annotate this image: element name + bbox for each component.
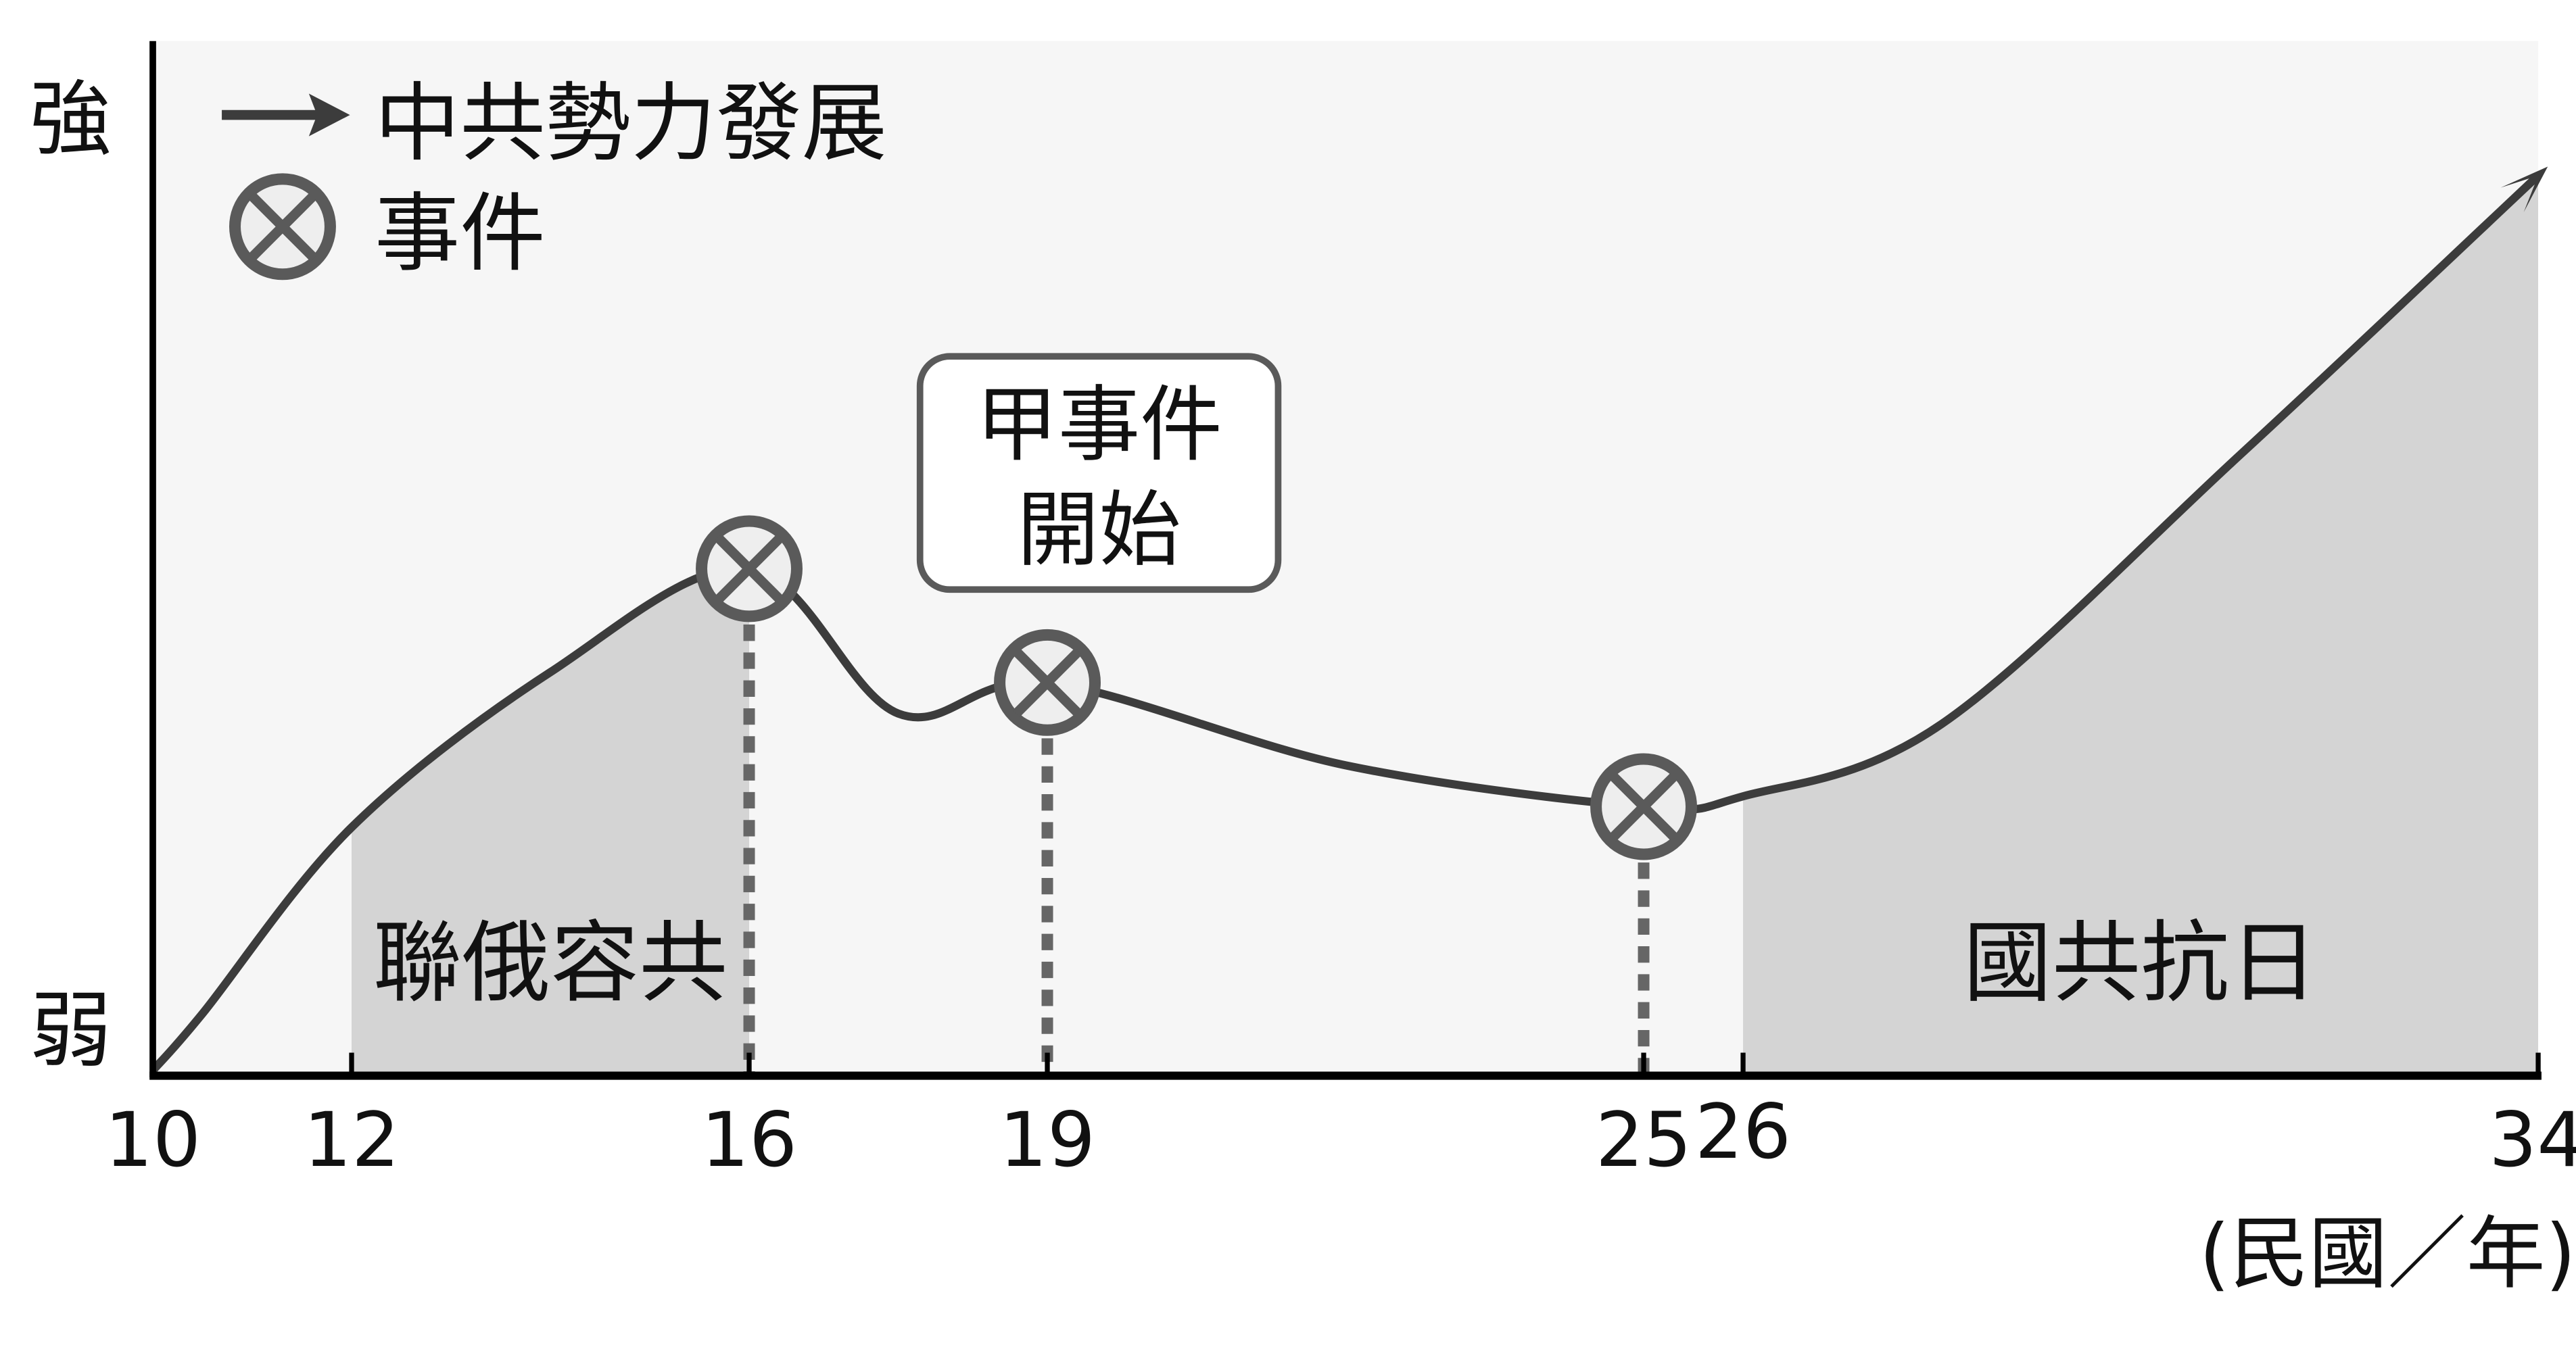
legend-arrow-icon (308, 93, 350, 137)
callout-line-1: 甲事件 (976, 377, 1222, 473)
callout-event-19: 甲事件 開始 (916, 353, 1282, 593)
y-label-strong: 強 (30, 72, 112, 168)
legend-event-label: 事件 (375, 184, 546, 283)
event-marker-icon (696, 515, 803, 622)
x-tick-label: 34 (2489, 1096, 2576, 1184)
legend-event-icon (229, 173, 336, 280)
x-axis-label: (民國／年) (2199, 1208, 2576, 1300)
period-label: 國共抗日 (1963, 911, 2318, 1014)
x-tick-label: 26 (1695, 1088, 1791, 1176)
x-tick-label: 19 (999, 1096, 1095, 1184)
x-tick-label: 16 (701, 1096, 797, 1184)
period-label: 聯俄容共 (373, 911, 728, 1014)
legend: 中共勢力發展 事件 (222, 74, 887, 283)
series-line-中共勢力發展 (149, 172, 2542, 1073)
arrowhead-icon (2500, 166, 2548, 212)
event-marker-icon (1590, 753, 1698, 860)
period-shade (1743, 175, 2539, 1076)
x-tick-label: 10 (105, 1096, 201, 1184)
period-shade (352, 568, 750, 1076)
x-tick-label: 12 (304, 1096, 400, 1184)
legend-line-label: 中共勢力發展 (375, 74, 887, 173)
callout-line-2: 開始 (1017, 482, 1181, 578)
event-marker-icon (994, 629, 1101, 736)
x-tick-label: 25 (1596, 1096, 1692, 1184)
y-label-weak: 弱 (30, 983, 112, 1079)
